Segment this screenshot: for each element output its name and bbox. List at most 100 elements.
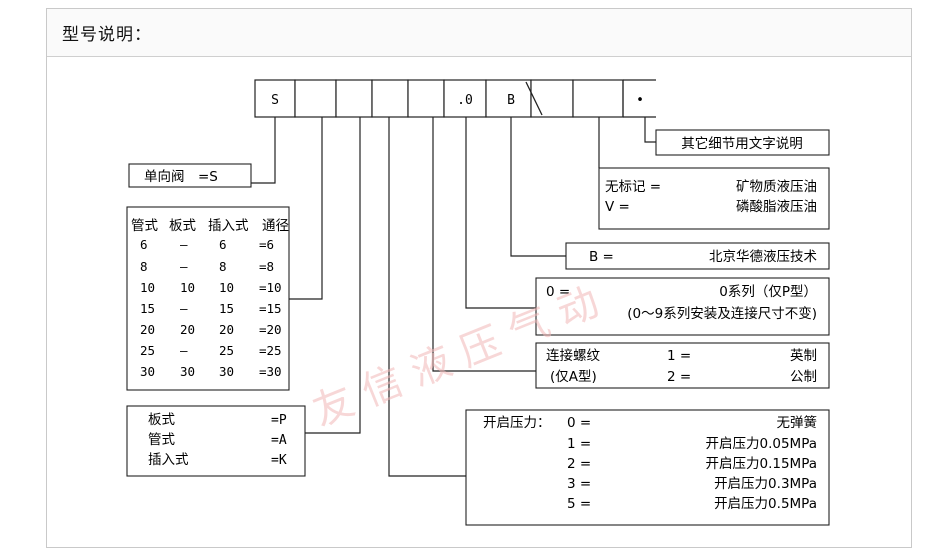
details-label: 其它细节用文字说明 [681, 135, 803, 152]
pressure-label: 开启压力： [483, 415, 551, 431]
code-box-8 [530, 79, 574, 118]
series-code: 0 = [546, 284, 570, 300]
table-row-cell: =25 [259, 343, 282, 358]
pressure-code: 5 = [567, 496, 591, 512]
table-row-cell: 20 [180, 322, 195, 337]
size-header-plate: 板式 [169, 218, 196, 234]
table-row-cell: 15 [219, 301, 234, 316]
table-row-cell: 10 [180, 280, 195, 295]
table-row-cell: 20 [219, 322, 234, 337]
table-row-cell: — [180, 301, 188, 316]
table-row-cell: — [180, 343, 188, 358]
line-size [289, 117, 323, 300]
pressure-desc: 开启压力0.3MPa [714, 476, 817, 492]
valve-type-label: 单向阀 =S [144, 169, 218, 185]
slash-mark [525, 81, 543, 116]
thread-code: 1 = [667, 348, 691, 364]
table-row-cell: =20 [259, 322, 282, 337]
model-code-diagram: S .0 B • 单向阀 =S 管式 板式 插入式 通径 6 — 6 =6 8 … [126, 79, 830, 526]
maker-code: B = [589, 249, 614, 265]
size-header-insert: 插入式 [208, 218, 249, 234]
fluid-code: 无标记 = [605, 179, 661, 195]
pressure-desc: 开启压力0.15MPa [705, 456, 817, 472]
pressure-desc: 开启压力0.05MPa [705, 436, 817, 452]
code-box-2 [294, 79, 337, 118]
series-desc: 0系列（仅P型） [719, 284, 817, 300]
code-box-5 [407, 79, 445, 118]
mount-code: =K [271, 453, 287, 468]
thread-sublabel: (仅A型) [550, 369, 597, 385]
mount-label: 板式 [148, 412, 175, 428]
code-box-3 [335, 79, 373, 118]
pressure-code: 3 = [567, 476, 591, 492]
maker-name: 北京华德液压技术 [709, 249, 817, 265]
line-thread [432, 117, 536, 372]
fluid-code: V = [605, 199, 630, 215]
size-table: 管式 板式 插入式 通径 6 — 6 =6 8 — 8 =8 10 10 10 … [126, 206, 290, 391]
code-text-6: .0 [457, 93, 473, 108]
table-row-cell: 10 [219, 280, 234, 295]
code-text-10: • [636, 93, 644, 108]
series-box: 0 = 0系列（仅P型） (0～9系列安装及连接尺寸不变) [535, 277, 830, 336]
table-row-cell: 20 [140, 322, 155, 337]
table-row-cell: 30 [180, 364, 195, 379]
table-row-cell: 30 [140, 364, 155, 379]
line-series [465, 117, 536, 309]
code-text-7: B [507, 93, 515, 108]
table-row-cell: 6 [219, 237, 227, 252]
table-row-cell: 10 [140, 280, 155, 295]
pressure-desc: 无弹簧 [777, 415, 818, 431]
table-row-cell: =30 [259, 364, 282, 379]
pressure-code: 2 = [567, 456, 591, 472]
table-row-cell: 15 [140, 301, 155, 316]
size-header-bore: 通径 [262, 218, 289, 234]
size-rows: 6 — 6 =6 8 — 8 =8 10 10 10 =10 15 — 15 =… [140, 237, 282, 379]
details-box: 其它细节用文字说明 [655, 129, 830, 156]
size-header-pipe: 管式 [131, 218, 158, 234]
pressure-code: 1 = [567, 436, 591, 452]
line-mount [305, 117, 361, 434]
model-code-boxes: S .0 B • [254, 79, 656, 118]
line-pressure [388, 117, 466, 477]
maker-box: B = 北京华德液压技术 [565, 242, 830, 270]
thread-code: 2 = [667, 369, 691, 385]
panel-header [47, 9, 911, 57]
thread-label: 连接螺纹 [546, 347, 600, 364]
table-row-cell: 8 [219, 259, 227, 274]
code-box-10 [622, 79, 656, 118]
pressure-code: 0 = [567, 415, 591, 431]
table-row-cell: 8 [140, 259, 148, 274]
connector-lines [251, 117, 656, 477]
line-details [644, 117, 656, 143]
fluid-desc: 磷酸脂液压油 [736, 199, 817, 215]
code-box-4 [371, 79, 409, 118]
pressure-desc: 开启压力0.5MPa [714, 496, 817, 512]
table-row-cell: =10 [259, 280, 282, 295]
thread-box: 连接螺纹 (仅A型) 1 = 英制 2 = 公制 [535, 342, 830, 389]
thread-desc: 公制 [790, 369, 817, 385]
series-note: (0～9系列安装及连接尺寸不变) [627, 305, 817, 322]
code-text-1: S [271, 93, 279, 108]
table-row-cell: 25 [140, 343, 155, 358]
line-maker [510, 117, 566, 257]
mount-type-box: 板式 =P 管式 =A 插入式 =K [126, 405, 306, 477]
pressure-box: 开启压力： 0 = 无弹簧 1 = 开启压力0.05MPa 2 = 开启压力0.… [465, 409, 830, 526]
mount-label: 插入式 [148, 452, 189, 468]
fluid-desc: 矿物质液压油 [736, 179, 817, 195]
table-row-cell: — [180, 259, 188, 274]
page-title: 型号说明： [62, 25, 152, 45]
table-row-cell: 6 [140, 237, 148, 252]
fluid-type-box: 无标记 = 矿物质液压油 V = 磷酸脂液压油 [598, 167, 830, 230]
mount-label: 管式 [148, 432, 175, 448]
table-row-cell: — [180, 237, 188, 252]
line-valve [251, 117, 276, 184]
mount-code: =P [271, 413, 287, 428]
table-row-cell: =8 [259, 259, 274, 274]
table-row-cell: =15 [259, 301, 282, 316]
mount-code: =A [271, 433, 287, 448]
code-box-9 [572, 79, 624, 118]
table-row-cell: 25 [219, 343, 234, 358]
table-row-cell: =6 [259, 237, 274, 252]
valve-type-box: 单向阀 =S [128, 163, 252, 188]
table-row-cell: 30 [219, 364, 234, 379]
